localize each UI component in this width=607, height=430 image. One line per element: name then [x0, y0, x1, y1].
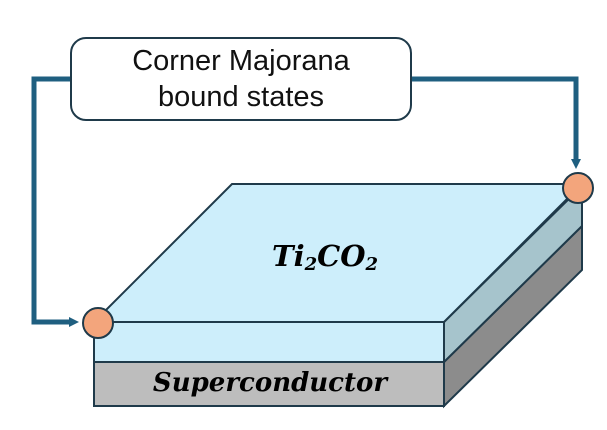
corner-state-left: [82, 307, 114, 339]
material-label: Ti2CO2: [240, 232, 410, 280]
material-element-2: CO: [317, 239, 366, 273]
callout-box: Corner Majorana bound states: [70, 37, 412, 121]
arrow-left-corner: [31, 76, 79, 327]
substrate-label: Superconductor: [152, 368, 388, 398]
arrow-right-corner: [412, 76, 581, 169]
material-element-1: Ti: [271, 239, 305, 273]
corner-state-right: [562, 172, 594, 204]
material-subscript-2: 2: [365, 254, 378, 275]
callout-line-2: bound states: [157, 81, 325, 113]
slab-front-face: [93, 321, 445, 363]
material-subscript-1: 2: [304, 254, 318, 275]
substrate-front-face: [93, 361, 445, 407]
callout-line-1: Corner Majorana: [132, 45, 350, 77]
